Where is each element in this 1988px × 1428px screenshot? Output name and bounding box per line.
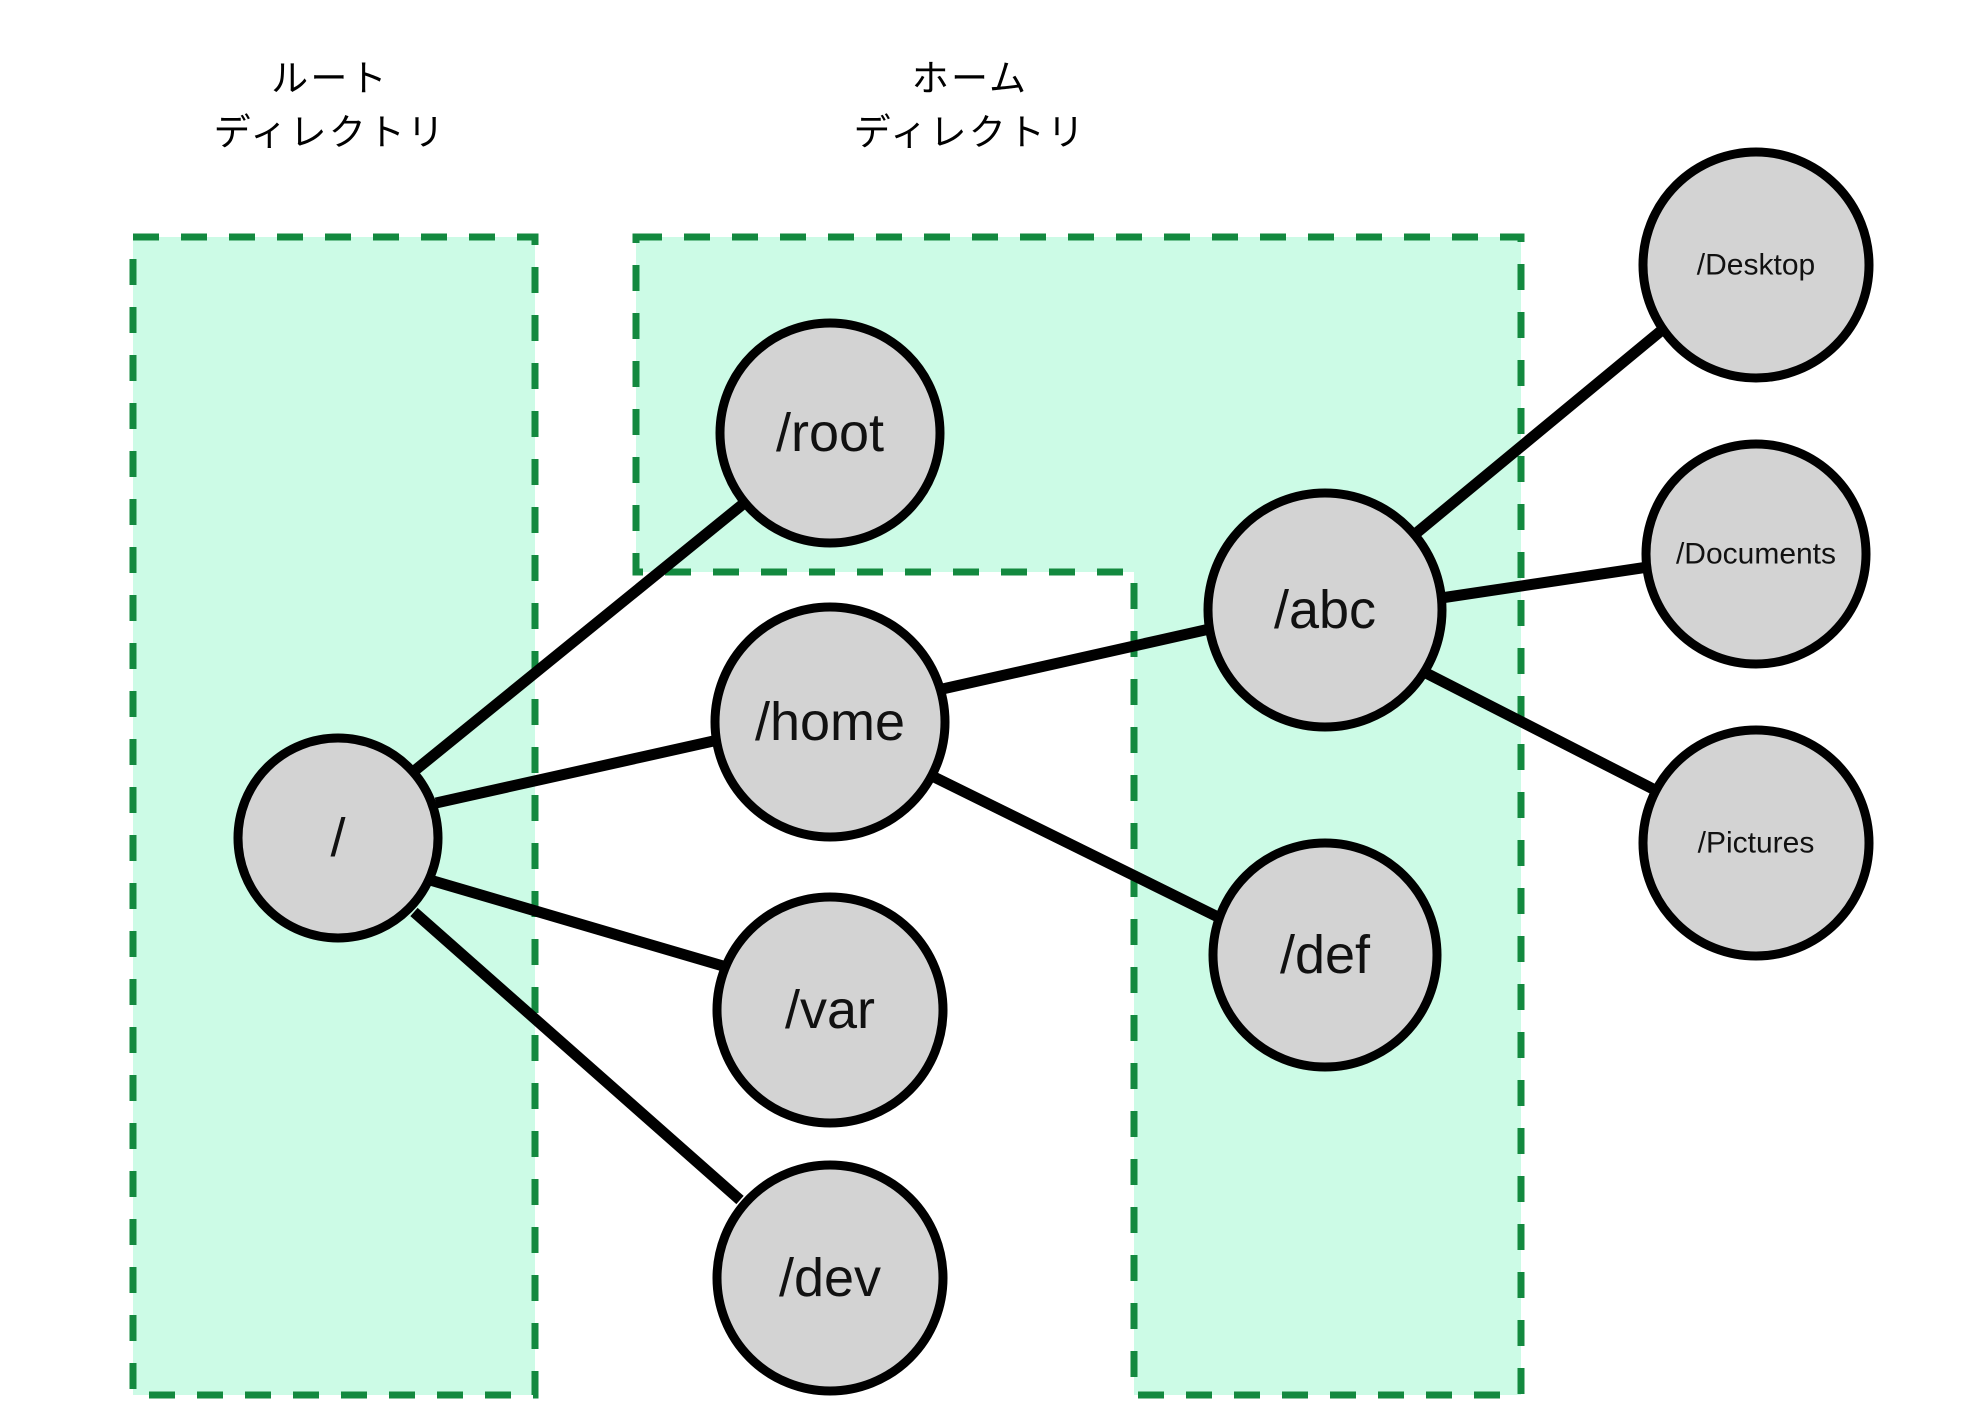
- node-group: / /root /home /var /dev /abc: [233, 147, 1874, 1396]
- node-circle-desktop[interactable]: [1638, 147, 1874, 383]
- edge-group: [409, 325, 1666, 1205]
- node-label-var: /var: [785, 980, 875, 1040]
- node-label-abc: /abc: [1274, 580, 1376, 640]
- node-circle-home[interactable]: [710, 602, 950, 842]
- node-label-home: /home: [755, 692, 905, 752]
- node-var[interactable]: /var: [712, 892, 948, 1128]
- node-home[interactable]: /home: [710, 602, 950, 842]
- node-abc[interactable]: /abc: [1203, 488, 1447, 732]
- node-circle-root-slash[interactable]: [233, 733, 443, 943]
- node-circle-documents[interactable]: [1641, 439, 1871, 669]
- node-circle-var[interactable]: [712, 892, 948, 1128]
- edge-root-to-var: [428, 874, 725, 972]
- node-label-root-slash: /: [330, 808, 345, 868]
- node-label-desktop: /Desktop: [1697, 249, 1815, 282]
- edge-root-to-rootdir: [409, 495, 752, 777]
- node-pictures[interactable]: /Pictures: [1638, 725, 1874, 961]
- edge-abc-to-pictures: [1421, 667, 1658, 795]
- node-label-root-dir: /root: [776, 403, 884, 463]
- edge-abc-to-desktop: [1410, 325, 1666, 540]
- node-root-slash[interactable]: /: [233, 733, 443, 943]
- node-circle-def[interactable]: [1208, 838, 1442, 1072]
- node-label-documents: /Documents: [1676, 538, 1836, 571]
- edge-home-to-def: [927, 770, 1227, 925]
- edge-root-to-dev: [410, 907, 744, 1205]
- node-circle-root-dir[interactable]: [715, 318, 945, 548]
- edge-home-to-abc: [936, 622, 1216, 696]
- edge-abc-to-documents: [1440, 561, 1649, 604]
- node-root-dir[interactable]: /root: [715, 318, 945, 548]
- home-directory-caption: ホーム ディレクトリ: [853, 57, 1087, 154]
- node-circle-dev[interactable]: [712, 1160, 948, 1396]
- node-dev[interactable]: /dev: [712, 1160, 948, 1396]
- node-documents[interactable]: /Documents: [1641, 439, 1871, 669]
- node-desktop[interactable]: /Desktop: [1638, 147, 1874, 383]
- root-directory-caption: ルート ディレクトリ: [213, 57, 447, 154]
- node-circle-abc[interactable]: [1203, 488, 1447, 732]
- node-label-def: /def: [1280, 925, 1371, 985]
- node-label-pictures: /Pictures: [1698, 827, 1815, 860]
- edge-root-to-home: [434, 734, 720, 809]
- node-def[interactable]: /def: [1208, 838, 1442, 1072]
- node-circle-pictures[interactable]: [1638, 725, 1874, 961]
- node-label-dev: /dev: [779, 1248, 881, 1308]
